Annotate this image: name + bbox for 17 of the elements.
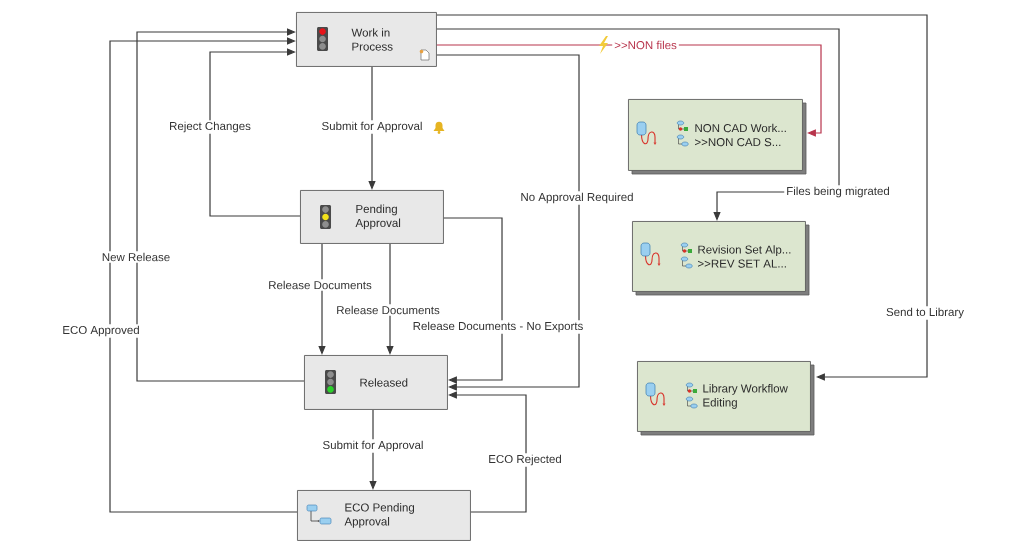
arrow [109, 37, 298, 513]
arrow [136, 28, 305, 382]
edge-label: Submit for Approval [320, 439, 426, 453]
state-box: Released [304, 355, 448, 410]
state-box: Pending Approval [300, 190, 444, 244]
arrow [448, 391, 527, 513]
state-box: ECO Pending Approval [297, 490, 471, 541]
arrow [209, 48, 301, 217]
edge-label: Submit for Approval [319, 120, 425, 134]
edge-label: Release Documents [266, 279, 374, 291]
edge-label: ECO Approved [60, 324, 142, 338]
edge-label: Reject Changes [167, 120, 253, 134]
edge-label: ECO Rejected [486, 453, 564, 467]
workflow-box: Library Workflow Editing [637, 361, 815, 436]
edge-label: New Release [99, 251, 173, 263]
state-box: Work in Process [296, 12, 437, 67]
edge-label: Release Documents [334, 304, 442, 316]
